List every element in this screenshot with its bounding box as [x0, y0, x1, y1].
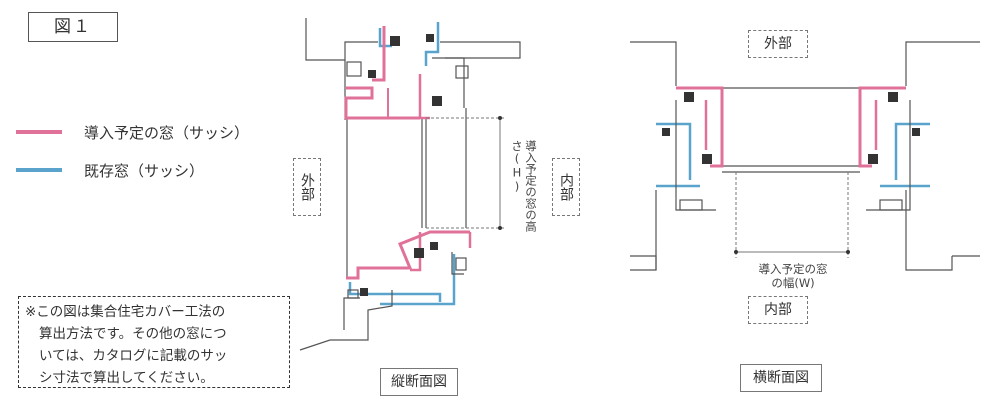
vertical-section-caption: 縦断面図	[380, 368, 458, 396]
legend-label-existing: 既存窓（サッシ）	[84, 161, 205, 180]
note-line: 算出方法です。その他の窓につ	[39, 326, 227, 342]
legend-item-new-window: 導入予定の窓（サッシ）	[16, 120, 249, 144]
horizontal-interior-label: 内部	[748, 296, 808, 324]
horizontal-section-caption: 横断面図	[740, 364, 822, 392]
calculation-note: ※この図は集合住宅カバー工法の 算出方法です。その他の窓につ いては、カタログに…	[18, 296, 290, 388]
horizontal-section-drawing	[630, 41, 980, 271]
vertical-section-drawing	[299, 18, 521, 351]
legend-swatch-existing	[16, 168, 62, 172]
height-dimension-label: 導入予定の窓の高さ(H)	[510, 140, 538, 232]
legend-label-new: 導入予定の窓（サッシ）	[84, 123, 250, 142]
legend-item-existing-window: 既存窓（サッシ）	[16, 158, 204, 182]
note-line: ※この図は集合住宅カバー工法の	[25, 304, 226, 320]
vertical-interior-label: 内部	[552, 158, 580, 216]
note-line: シ寸法で算出してください。	[39, 370, 214, 386]
width-dimension-line2: の幅(W)	[771, 276, 815, 290]
note-line: いては、カタログに記載のサッ	[39, 348, 228, 364]
legend-swatch-new	[16, 130, 62, 134]
width-dimension-label: 導入予定の窓 の幅(W)	[738, 262, 848, 290]
width-dimension-line1: 導入予定の窓	[758, 262, 828, 276]
figure-title: 図１	[28, 12, 118, 42]
horizontal-exterior-label: 外部	[748, 30, 808, 58]
vertical-exterior-label: 外部	[293, 158, 321, 216]
